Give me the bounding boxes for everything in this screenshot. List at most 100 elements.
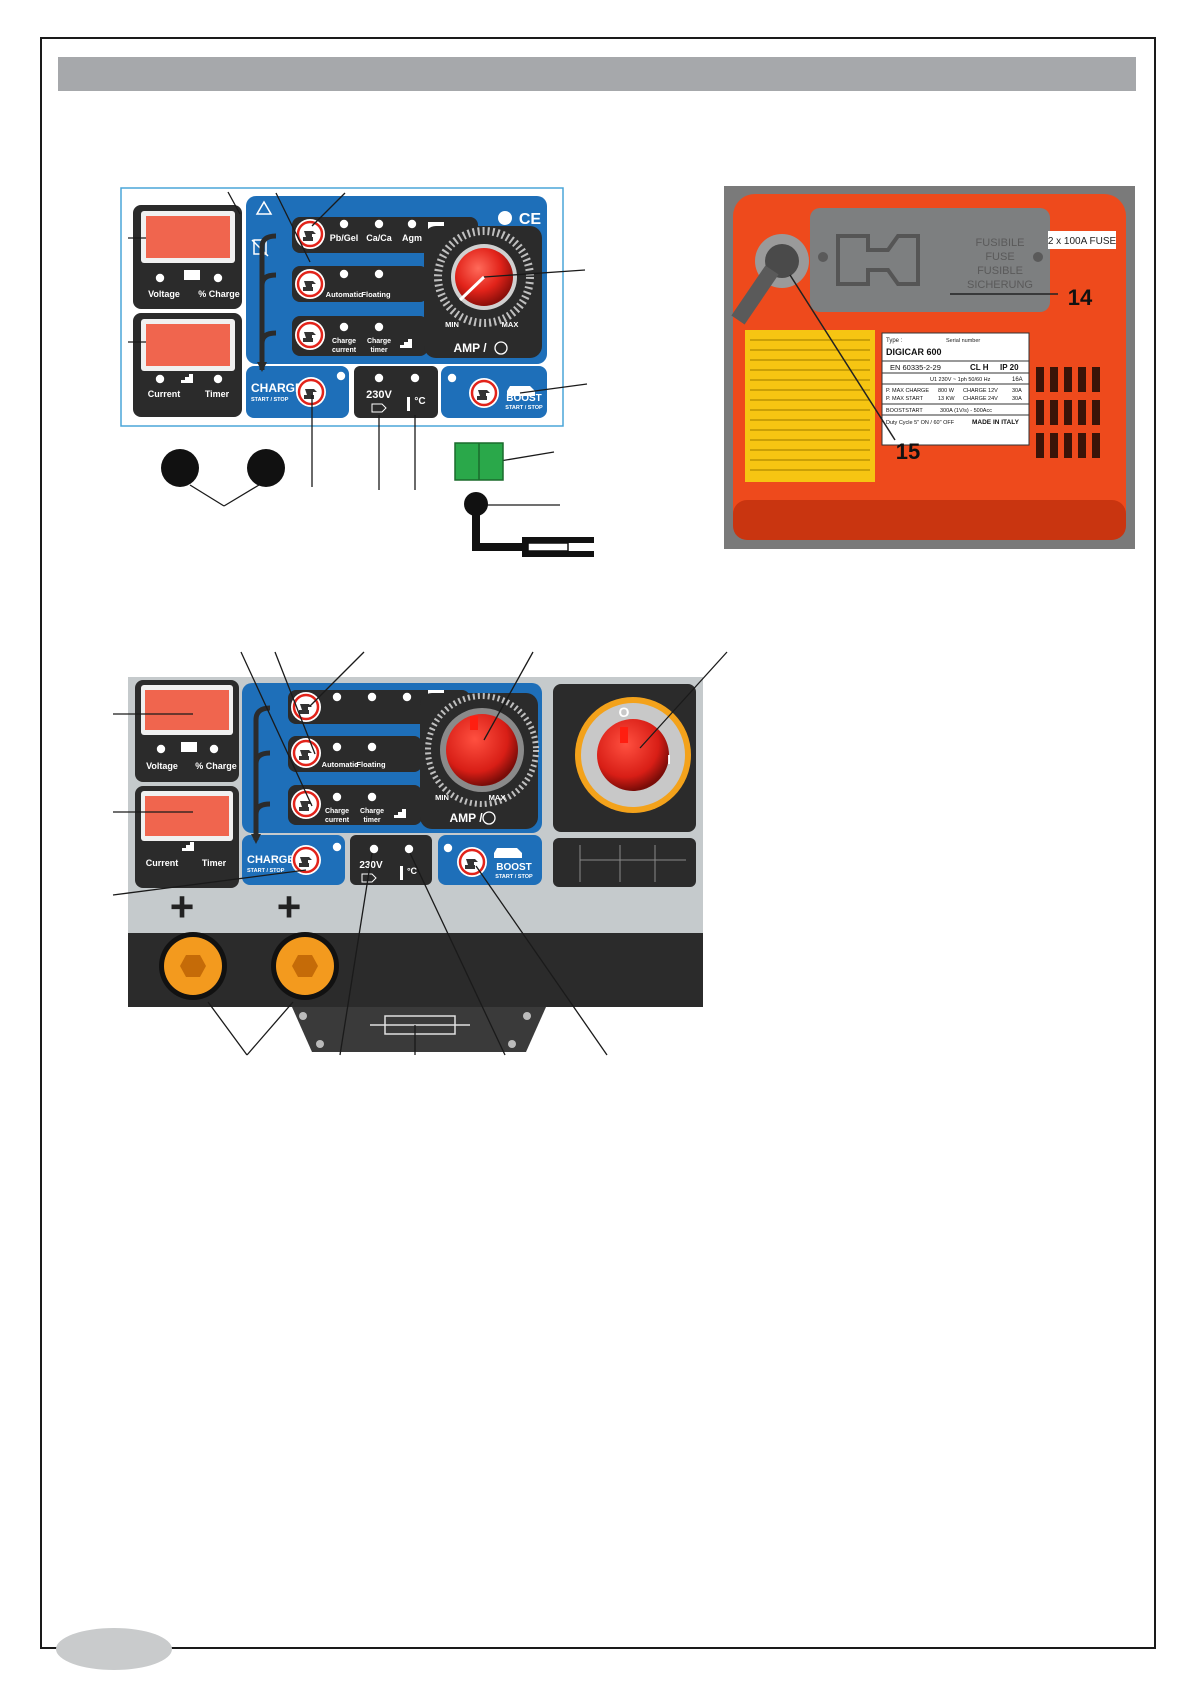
b-boost-label: BOOST [496,862,532,873]
plate-boost-val: 300A (1V/s) - 500Acc [940,408,992,414]
led-label-agm: Agm [402,233,422,243]
led-label-floating: Floating [361,290,391,299]
control-panel-top: Voltage % Charge Current Timer Pb/Gel Ca… [120,187,564,427]
plate-charge24-val: 30A [1012,396,1022,402]
display2-label-current: Current [148,389,181,399]
terminal-left[interactable] [159,932,227,1000]
plate-amp: 16A [1012,377,1023,383]
b-display2-label-timer: Timer [202,858,227,868]
current-display: Current Timer [133,313,242,417]
fuse-tag: 2 x 100A FUSE [1048,236,1117,247]
led-label-charge-timer-2: timer [370,347,387,354]
pc-mark-icon [498,211,512,225]
display2-label-timer: Timer [205,389,230,399]
plate-made: MADE IN ITALY [972,419,1020,426]
terminal-dot-left [161,449,199,487]
terminal-dot-right [247,449,285,487]
plus-sign-left: + [170,883,195,930]
dial-min-label: MIN [445,320,459,329]
battery-type-button[interactable] [293,217,327,251]
led-label-automatic: Automatic [326,290,363,299]
b-led-label-charge-current-2: current [325,817,350,824]
charge-sub-label: START / STOP [251,397,289,403]
led-label-pbgel: Pb/Gel [330,233,359,243]
temperature-indicator-label: °C [414,396,425,407]
plate-max-start: P. MAX START [886,396,924,402]
display1-label-charge: % Charge [198,289,240,299]
led-label-charge-timer-1: Charge [367,338,391,345]
b-led-label-charge-timer-1: Charge [360,808,384,815]
b-dial-max-label: MAX [489,793,506,802]
boost-start-stop-button[interactable] [467,376,501,410]
amp-label: AMP / [453,341,487,355]
callout-15: 15 [896,439,920,464]
b-dial-min-label: MIN [435,793,449,802]
fuse-text-3: FUSIBLE [977,265,1023,277]
b-clock-icon [482,811,496,825]
voltage-display: Voltage % Charge [133,205,242,309]
led-label-charge-current-2: current [332,347,357,354]
voltage-indicator-label: 230V [366,389,392,401]
b-led-label-charge-timer-2: timer [363,817,380,824]
thermometer-icon [407,397,410,411]
section-header-bar [58,57,1136,91]
switch-on-label: I [667,752,671,767]
b-display2-label-current: Current [146,858,179,868]
b-boost-sub-label: START / STOP [495,874,533,880]
page-frame [40,37,1156,1649]
display1-label-voltage: Voltage [148,289,180,299]
b-charge-sub-label: START / STOP [247,868,285,874]
plate-duty: Duty Cycle 5" ON / 60" OFF [886,420,955,426]
plate-boost: BOOSTSTART [886,408,923,414]
plate-max-charge-val: 800 W [938,388,955,394]
car-icon [507,386,535,396]
plug-icon [371,403,387,413]
plate-charge24: CHARGE 24V [963,396,998,402]
b-charge-mode-button[interactable] [289,736,323,770]
plate-norm: EN 60335-2-29 [890,363,941,372]
plate-charge12: CHARGE 12V [963,388,998,394]
dial-max-label: MAX [502,320,519,329]
b-led-label-floating: Floating [356,760,386,769]
plate-type-label: Type : [886,338,903,344]
charge-label: CHARGE [251,381,303,395]
cable-icon [464,492,594,557]
warning-icon [255,200,273,215]
fuse-text-1: FUSIBILE [976,237,1025,249]
led-label-caca: Ca/Ca [366,233,393,243]
plate-serial-label: Serial number [946,338,980,344]
b-charge-label: CHARGE [247,854,295,866]
led-label-charge-current-1: Charge [332,338,356,345]
boost-label: BOOST [506,393,542,404]
b-display1-label-charge: % Charge [195,761,237,771]
ce-mark: CE [519,211,542,228]
main-power-switch[interactable]: O I [553,684,696,832]
clock-icon [494,341,508,355]
b-display1-label-voltage: Voltage [146,761,178,771]
amp-dial[interactable]: MIN MAX AMP / [424,226,542,358]
plate-ip: IP 20 [1000,363,1019,372]
plate-supply: U1 230V ~ 1ph 50/60 Hz [930,377,991,383]
fuse-text-4: SICHERUNG [967,279,1033,291]
charge-mode-button[interactable] [293,267,327,301]
charge-setting-button[interactable] [293,318,327,352]
b-battery-type-button[interactable] [289,690,323,724]
plate-class: CL H [970,363,989,372]
b-boost-start-stop-button[interactable] [455,845,489,879]
plus-sign-right: + [277,883,302,930]
b-amp-dial[interactable]: MIN MAX AMP / [420,693,539,829]
plate-max-start-val: 13 KW [938,396,955,402]
charge-start-stop-button[interactable] [294,375,328,409]
b-led-label-charge-current-1: Charge [325,808,349,815]
control-panel-bottom: Voltage % Charge Current Timer Automatic… [128,677,703,1052]
b-temperature-indicator-label: °C [407,866,418,876]
plate-max-charge: P. MAX CHARGE [886,388,929,394]
fuse-text-2: FUSE [985,251,1014,263]
b-led-label-automatic: Automatic [322,760,359,769]
callout-lines-bottom [112,651,728,1056]
b-voltage-indicator-label: 230V [359,860,383,871]
rating-plate: Type : Serial number DIGICAR 600 EN 6033… [881,332,1030,446]
plate-charge12-val: 30A [1012,388,1022,394]
terminal-right[interactable] [271,932,339,1000]
